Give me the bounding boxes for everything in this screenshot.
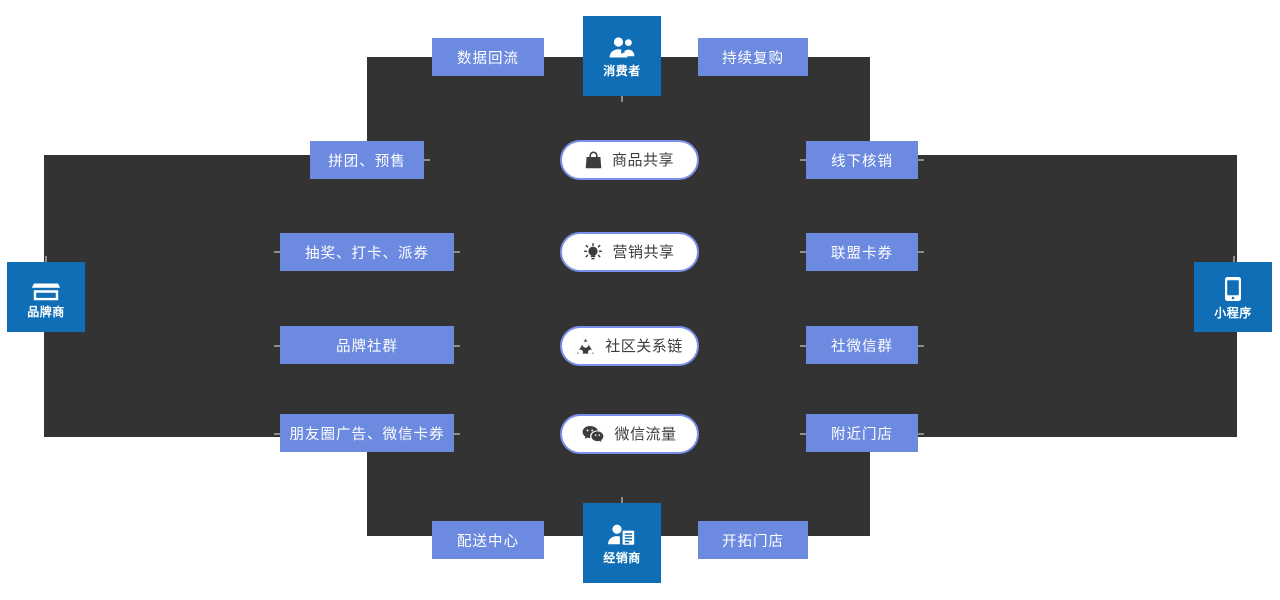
connector-tick bbox=[274, 345, 280, 347]
connector-tick bbox=[800, 159, 806, 161]
chip-label: 线下核销 bbox=[831, 153, 893, 170]
connector-tick bbox=[454, 251, 460, 253]
chip-top-repeat-purchase[interactable]: 持续复购 bbox=[698, 38, 808, 76]
capsule-marketing-sharing[interactable]: 营销共享 bbox=[560, 232, 699, 272]
connector-tick bbox=[918, 251, 924, 253]
connector-tick bbox=[274, 433, 280, 435]
chip-label: 开拓门店 bbox=[722, 533, 784, 550]
chip-label: 附近门店 bbox=[831, 426, 893, 443]
backdrop-vertical-band bbox=[367, 57, 870, 536]
storefront-icon bbox=[31, 277, 62, 301]
connector-tick bbox=[918, 159, 924, 161]
chip-label: 抽奖、打卡、派券 bbox=[305, 245, 429, 262]
chip-label: 社微信群 bbox=[831, 338, 893, 355]
connector-tick bbox=[800, 433, 806, 435]
connector-tick bbox=[800, 345, 806, 347]
chip-label: 数据回流 bbox=[457, 50, 519, 67]
chip-label: 持续复购 bbox=[722, 50, 784, 67]
wechat-icon bbox=[582, 425, 604, 443]
connector-tick bbox=[918, 345, 924, 347]
connector-tick bbox=[274, 251, 280, 253]
shopping-bag-icon bbox=[585, 151, 602, 169]
connector-tick bbox=[424, 159, 430, 161]
lightbulb-idea-icon bbox=[584, 243, 603, 261]
chip-label: 朋友圈广告、微信卡券 bbox=[289, 426, 445, 443]
capsule-community-relationship-chain[interactable]: 社区关系链 bbox=[560, 326, 699, 366]
capsule-label: 营销共享 bbox=[612, 243, 675, 261]
connector-tick bbox=[454, 433, 460, 435]
mobile-phone-icon bbox=[1223, 276, 1243, 302]
node-miniapp-label: 小程序 bbox=[1214, 305, 1252, 320]
connector-tick bbox=[621, 497, 623, 503]
chip-left-lottery-checkin-coupon[interactable]: 抽奖、打卡、派券 bbox=[280, 233, 454, 271]
chip-top-data-reflow[interactable]: 数据回流 bbox=[432, 38, 544, 76]
chip-label: 拼团、预售 bbox=[328, 153, 406, 170]
connector-tick bbox=[45, 256, 47, 262]
chip-left-brand-community[interactable]: 品牌社群 bbox=[280, 326, 454, 364]
connector-tick bbox=[1233, 256, 1235, 262]
connector-tick bbox=[918, 433, 924, 435]
chip-right-nearby-stores[interactable]: 附近门店 bbox=[806, 414, 918, 452]
connector-tick bbox=[454, 345, 460, 347]
connector-tick bbox=[621, 96, 623, 102]
chip-right-offline-redemption[interactable]: 线下核销 bbox=[806, 141, 918, 179]
node-consumer[interactable]: 消费者 bbox=[583, 16, 661, 96]
chip-label: 品牌社群 bbox=[336, 338, 398, 355]
capsule-wechat-traffic[interactable]: 微信流量 bbox=[560, 414, 699, 454]
chip-label: 联盟卡券 bbox=[831, 245, 893, 262]
node-consumer-label: 消费者 bbox=[603, 63, 641, 78]
relationship-network-icon bbox=[576, 338, 595, 355]
capsule-label: 微信流量 bbox=[614, 425, 677, 443]
chip-label: 配送中心 bbox=[457, 533, 519, 550]
capsule-product-sharing[interactable]: 商品共享 bbox=[560, 140, 699, 180]
dealer-person-document-icon bbox=[607, 523, 637, 547]
capsule-label: 商品共享 bbox=[611, 151, 674, 169]
node-miniapp[interactable]: 小程序 bbox=[1194, 262, 1272, 332]
capsule-label: 社区关系链 bbox=[605, 337, 683, 355]
chip-bottom-distribution-center[interactable]: 配送中心 bbox=[432, 521, 544, 559]
chip-left-group-buy-presale[interactable]: 拼团、预售 bbox=[310, 141, 424, 179]
users-icon bbox=[608, 36, 636, 60]
connector-tick bbox=[800, 251, 806, 253]
chip-right-alliance-coupon[interactable]: 联盟卡券 bbox=[806, 233, 918, 271]
chip-right-wechat-community-group[interactable]: 社微信群 bbox=[806, 326, 918, 364]
node-dealer-label: 经销商 bbox=[603, 550, 641, 565]
node-dealer[interactable]: 经销商 bbox=[583, 503, 661, 583]
chip-left-moments-ads-wechat-cards[interactable]: 朋友圈广告、微信卡券 bbox=[280, 414, 454, 452]
chip-bottom-expand-stores[interactable]: 开拓门店 bbox=[698, 521, 808, 559]
node-brand-label: 品牌商 bbox=[27, 304, 65, 319]
node-brand[interactable]: 品牌商 bbox=[7, 262, 85, 332]
